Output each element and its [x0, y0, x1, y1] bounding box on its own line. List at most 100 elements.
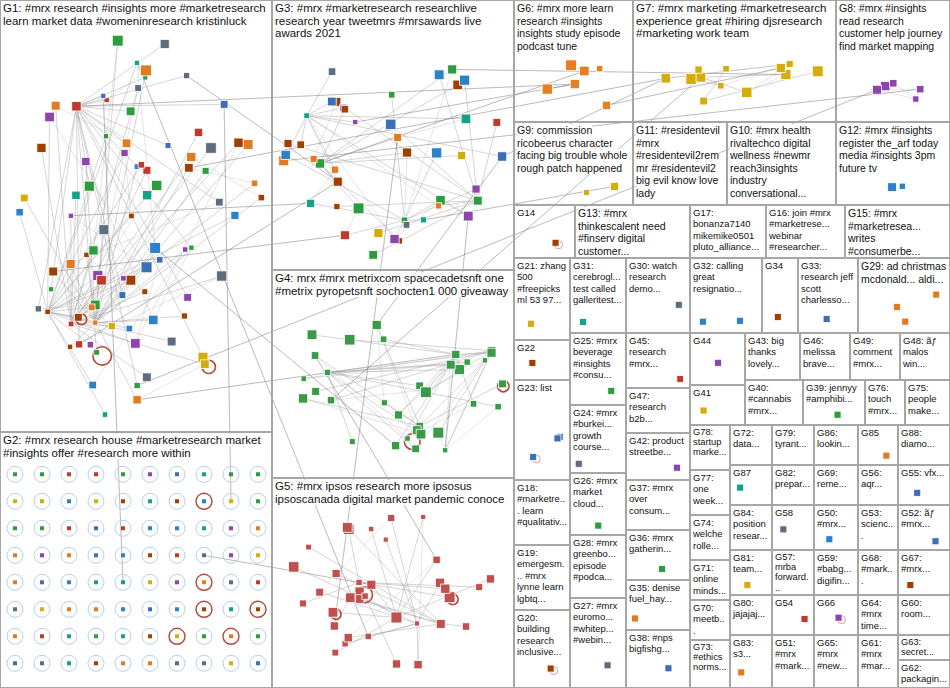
network-vertex: [699, 318, 706, 325]
group-label: G78: startup marke...: [693, 427, 727, 457]
group-box: G12: #mrx #insights register the_arf tod…: [836, 122, 950, 205]
group-label: G60: room...: [901, 597, 931, 619]
group-label: G4: mrx #mrx metrixcom spacecadetsnft on…: [275, 272, 508, 297]
group-box: G23: list: [514, 380, 570, 480]
group-box: G65: #mrx #new...: [814, 635, 858, 688]
network-vertex: [552, 239, 559, 246]
network-vertex: [907, 582, 914, 589]
network-vertex: [40, 553, 44, 557]
network-vertex: [346, 593, 356, 603]
network-vertex: [67, 499, 71, 503]
group-label-row: G10: #mrx health rivaltechco digital wel…: [728, 123, 835, 200]
group-label-row: G63: secret...: [899, 636, 949, 658]
network-edge: [439, 75, 478, 201]
network-edge: [70, 216, 71, 324]
self-loop: [88, 466, 104, 482]
network-vertex: [495, 404, 501, 410]
network-vertex: [13, 526, 17, 530]
group-label: G17: bonanza7140 mikemike0501 pluto_alli…: [693, 207, 759, 252]
group-label: G67: #mrx...: [901, 552, 930, 574]
group-label: G15: #mrx #marketresea... writes #consum…: [848, 207, 921, 257]
group-box: G2: #mrx research house #marketresearch …: [0, 432, 272, 688]
network-vertex: [486, 575, 494, 583]
group-label-row: G18: #marketre... learn #qualitativ...: [515, 481, 569, 529]
network-edge: [377, 325, 420, 426]
network-vertex: [405, 436, 410, 441]
self-loop: [7, 628, 23, 644]
self-loop: [250, 493, 266, 509]
network-vertex: [119, 292, 126, 299]
self-loop: [61, 655, 77, 671]
self-loop: [498, 381, 509, 392]
group-box: G80: jajajaj...: [730, 595, 772, 635]
group-label-row: G57: mrba forward...: [773, 551, 813, 594]
network-vertex: [392, 660, 400, 668]
group-box: G50: #mrx...: [814, 505, 858, 550]
inter-group-edge: [137, 63, 368, 637]
network-vertex: [67, 661, 71, 665]
group-label-row: G44: [691, 334, 744, 347]
network-vertex: [341, 231, 350, 240]
group-label: G63: secret...: [901, 637, 934, 657]
network-vertex: [714, 359, 721, 366]
group-label-row: G43: big thanks lovely...: [746, 334, 799, 370]
group-label: G48: ãƒ malos win...: [903, 335, 937, 369]
network-edge: [304, 351, 492, 379]
network-vertex: [464, 359, 470, 365]
network-edge: [347, 527, 440, 624]
network-vertex: [121, 526, 125, 530]
self-loop: [88, 547, 104, 563]
group-label-row: G27: #mrx euromo... #whitep... #webin...: [571, 599, 625, 647]
group-label-row: G8: #mrx #insights read research custome…: [837, 1, 949, 53]
network-vertex: [372, 320, 381, 329]
group-label: G11: #residentevil #mrx #residentevil2re…: [636, 124, 720, 199]
self-loop: [196, 655, 212, 671]
group-label: G35: denise fuel_hay...: [629, 582, 680, 604]
network-vertex: [893, 304, 900, 311]
self-loop: [88, 493, 104, 509]
network-vertex: [342, 522, 352, 532]
self-loop: [7, 493, 23, 509]
network-edge: [418, 517, 423, 665]
self-loop: [196, 628, 212, 644]
group-box: G41: [690, 385, 745, 425]
network-vertex: [229, 472, 233, 476]
network-vertex: [229, 553, 233, 557]
network-vertex: [327, 97, 336, 106]
self-loop: [250, 655, 266, 671]
group-label-row: G46: melissa brave...: [801, 334, 849, 370]
network-vertex: [311, 352, 319, 360]
network-edge: [95, 198, 261, 323]
network-vertex: [742, 87, 752, 97]
network-vertex: [206, 143, 217, 154]
group-label: G16: join #mrx #marketrese... webinar #r…: [769, 207, 831, 252]
self-loop: [196, 601, 212, 617]
network-edge: [76, 106, 156, 185]
group-label-row: G4: mrx #mrx metrixcom spacecadetsnft on…: [273, 271, 513, 298]
group-box: G39: jennyy #amphibi...: [803, 380, 865, 425]
group-label-row: G1: #mrx research #insights more #market…: [1, 1, 271, 28]
network-vertex: [135, 85, 142, 92]
network-vertex: [332, 649, 339, 656]
group-label: G75: people make...: [908, 382, 939, 416]
group-label: G74: welche rolle...: [693, 517, 723, 551]
group-label: G68: #mark...: [861, 552, 893, 586]
self-loop: [88, 628, 104, 644]
self-loop: [250, 574, 266, 590]
group-box: G52: ãƒ #mrx...: [898, 505, 950, 550]
group-box: G30: watch research demo...: [626, 258, 690, 333]
network-edge: [95, 316, 184, 323]
network-vertex: [256, 553, 260, 557]
network-vertex: [403, 221, 410, 228]
network-vertex: [461, 114, 471, 124]
group-label-row: G47: research b2b...: [627, 389, 689, 425]
self-loop: [88, 655, 104, 671]
network-vertex: [826, 536, 833, 543]
network-vertex: [121, 634, 125, 638]
network-vertex: [610, 182, 618, 190]
group-label: G72: data...: [733, 427, 759, 449]
network-vertex: [595, 522, 602, 529]
network-vertex: [40, 607, 44, 611]
network-vertex: [933, 291, 940, 298]
group-label-row: G54: [773, 596, 813, 609]
